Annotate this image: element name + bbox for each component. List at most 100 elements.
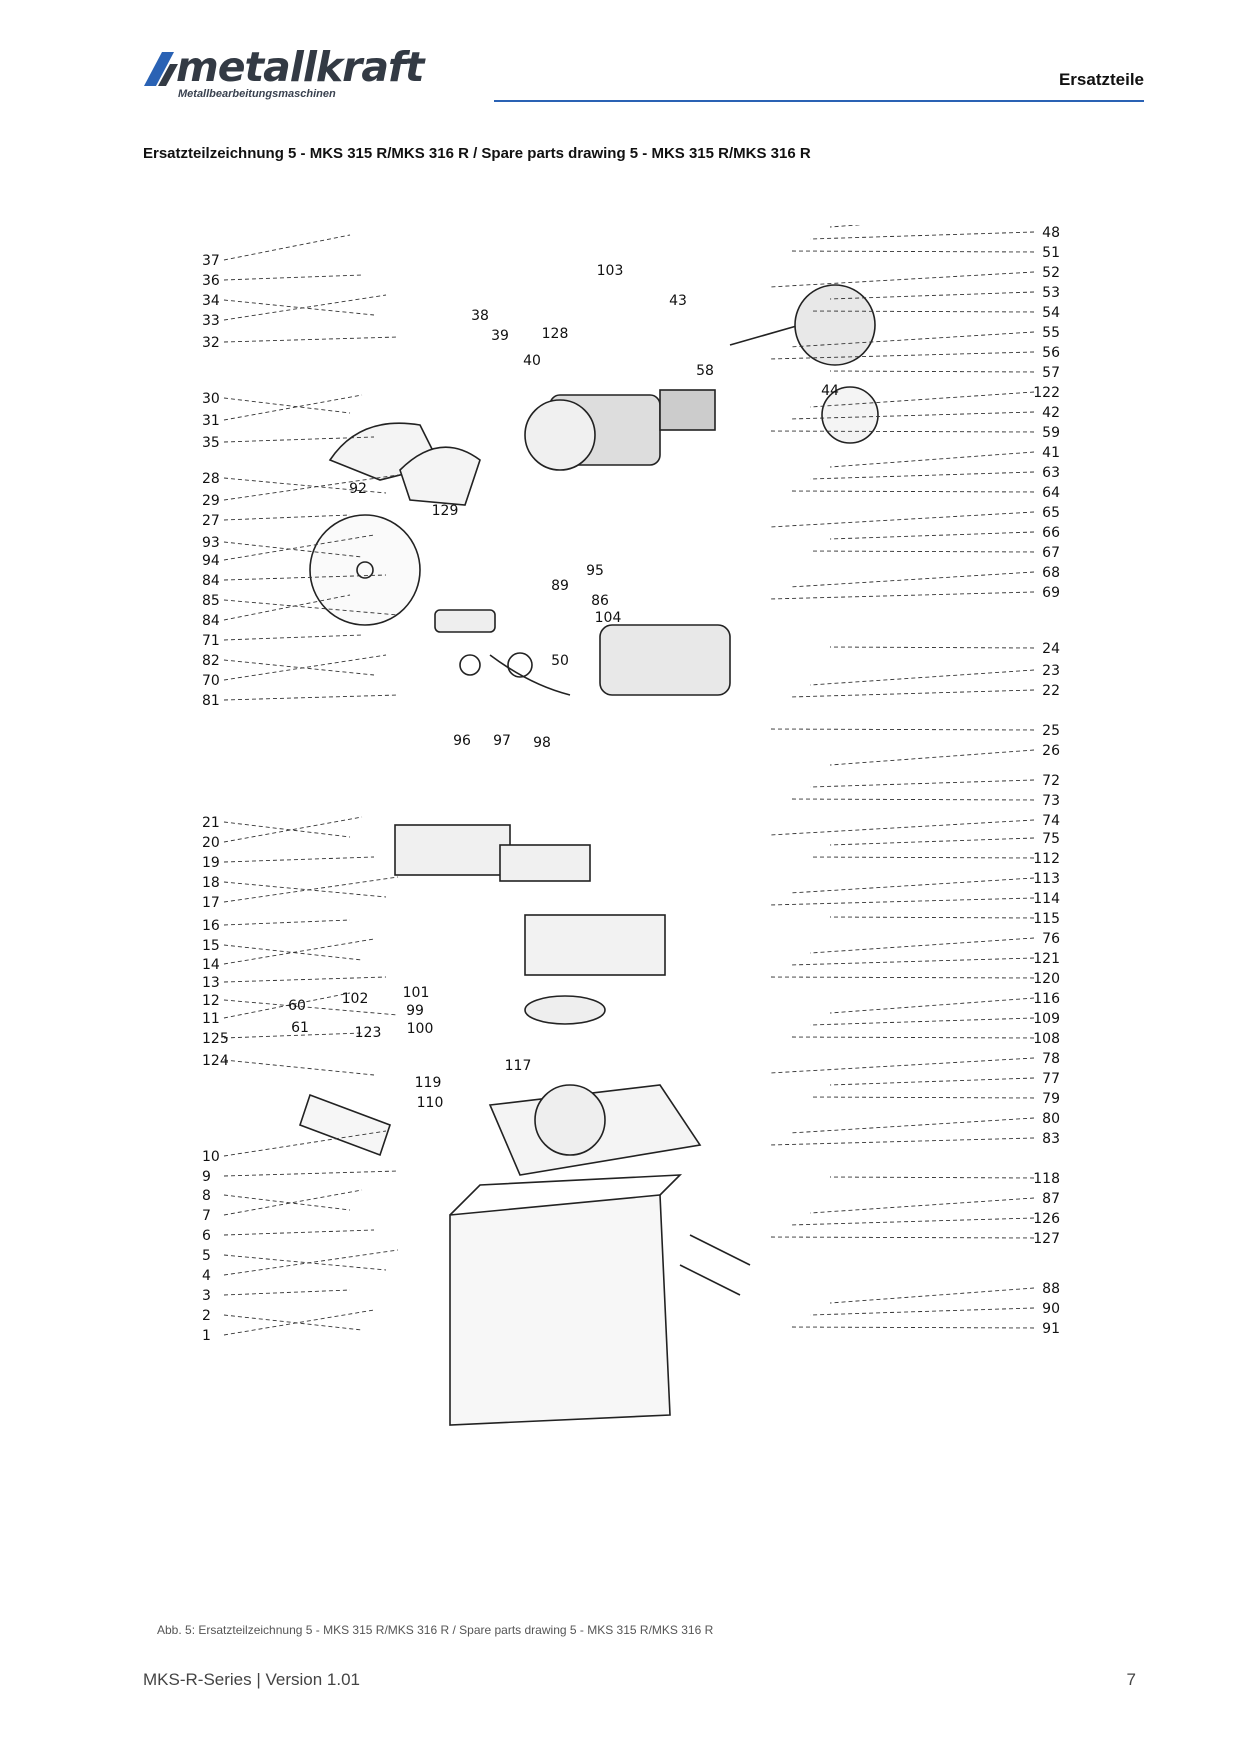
- part-label: 118: [1033, 1171, 1060, 1187]
- part-label: 110: [417, 1095, 444, 1111]
- brand-logo: metallkraft Metallbearbeitungsmaschinen: [140, 44, 470, 108]
- part-label: 115: [1033, 911, 1060, 927]
- part-label: 33: [202, 313, 220, 329]
- part-label: 90: [1042, 1301, 1060, 1317]
- leader-line: [829, 451, 1035, 468]
- leader-line: [789, 250, 1035, 253]
- part-label: 72: [1042, 773, 1060, 789]
- leader-line: [223, 574, 387, 581]
- leader-line: [223, 299, 375, 316]
- part-label: 40: [523, 353, 541, 369]
- part-label: 4: [202, 1268, 211, 1284]
- leader-line: [223, 274, 363, 281]
- part-label: 46 47: [770, 225, 810, 229]
- part-label: 13: [202, 975, 220, 991]
- leader-line: [223, 659, 375, 676]
- part-label: 3: [202, 1288, 211, 1304]
- part-label: 43: [669, 293, 687, 309]
- leader-line: [223, 594, 351, 621]
- part-label: 38: [471, 308, 489, 324]
- part-label: 16: [202, 918, 220, 934]
- leader-line: [829, 1176, 1035, 1179]
- part-label: 82: [202, 653, 220, 669]
- part-label: 24: [1042, 641, 1060, 657]
- part-label: 27: [202, 513, 220, 529]
- part-label: 18: [202, 875, 220, 891]
- leader-line: [769, 728, 1035, 731]
- leader-line: [223, 1309, 375, 1336]
- leader-line: [809, 471, 1035, 480]
- leader-line: [223, 1059, 375, 1076]
- part-label: 42: [1042, 405, 1060, 421]
- leader-line: [223, 336, 399, 343]
- part-label: 97: [493, 733, 511, 749]
- part-label: 21: [202, 815, 220, 831]
- part-label: 80: [1042, 1111, 1060, 1127]
- leader-line: [223, 821, 351, 838]
- part-label: 37: [202, 253, 220, 269]
- part-label: 15: [202, 938, 220, 954]
- part-label: 125: [202, 1031, 229, 1047]
- leader-line: [809, 1017, 1035, 1026]
- part-label: 64: [1042, 485, 1060, 501]
- part-label: 52: [1042, 265, 1060, 281]
- part-label: 35: [202, 435, 220, 451]
- part-label: 109: [1033, 1011, 1060, 1027]
- leader-line: [789, 689, 1035, 698]
- part-label: 94: [202, 553, 220, 569]
- leader-line: [809, 779, 1035, 788]
- part-label: 75: [1042, 831, 1060, 847]
- leader-line: [223, 1254, 387, 1271]
- leader-line: [769, 430, 1035, 433]
- leader-line: [829, 646, 1035, 649]
- leader-line: [223, 1194, 351, 1211]
- leader-line: [223, 999, 399, 1016]
- part-label: 32: [202, 335, 220, 351]
- leader-line: [789, 490, 1035, 493]
- part-label: 22: [1042, 683, 1060, 699]
- part-label: 95: [586, 563, 604, 579]
- leader-line: [223, 1229, 375, 1236]
- part-label: 14: [202, 957, 220, 973]
- leader-line: [223, 1189, 363, 1216]
- part-label: 101: [403, 985, 430, 1001]
- leader-line: [223, 477, 387, 494]
- leader-line: [809, 310, 1035, 313]
- leader-line: [223, 816, 363, 843]
- part-label: 26: [1042, 743, 1060, 759]
- leader-line: [789, 877, 1035, 894]
- part-label: 83: [1042, 1131, 1060, 1147]
- part-label: 60: [288, 998, 306, 1014]
- part-label: 12: [202, 993, 220, 1009]
- leader-line: [829, 1077, 1035, 1086]
- leader-line: [829, 749, 1035, 766]
- part-label: 8: [202, 1188, 211, 1204]
- leader-line: [829, 531, 1035, 540]
- leader-line: [223, 881, 387, 898]
- leader-line: [223, 294, 387, 321]
- part-label: 2: [202, 1308, 211, 1324]
- leader-line: [809, 391, 1035, 408]
- leader-line: [809, 669, 1035, 686]
- part-label: 68: [1042, 565, 1060, 581]
- part-label: 56: [1042, 345, 1060, 361]
- leader-line: [789, 331, 1035, 348]
- leader-line: [789, 571, 1035, 588]
- part-label: 30: [202, 391, 220, 407]
- part-label: 123: [355, 1025, 382, 1041]
- leader-line: [769, 976, 1035, 979]
- leader-line: [223, 856, 375, 863]
- leader-line: [829, 291, 1035, 300]
- leader-line: [809, 550, 1035, 553]
- part-label: 34: [202, 293, 220, 309]
- leader-line: [829, 997, 1035, 1014]
- part-label: 129: [432, 503, 459, 519]
- part-label: 78: [1042, 1051, 1060, 1067]
- part-label: 127: [1033, 1231, 1060, 1247]
- part-label: 103: [597, 263, 624, 279]
- page-number: 7: [1126, 1670, 1136, 1689]
- part-label: 112: [1033, 851, 1060, 867]
- part-label: 120: [1033, 971, 1060, 987]
- leader-line: [789, 1217, 1035, 1226]
- leader-line: [223, 919, 351, 926]
